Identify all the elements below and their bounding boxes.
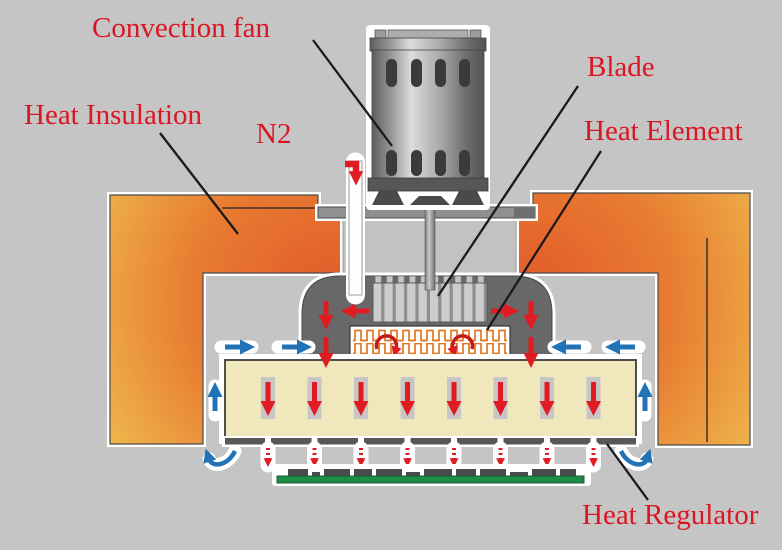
- coil-rotation-arrow: [447, 334, 475, 357]
- diffuser-box: [219, 354, 642, 444]
- leader-heat-insulation: [159, 132, 239, 235]
- pcb-board: [272, 464, 591, 486]
- leader-convection-fan: [312, 39, 393, 147]
- leader-heat-element: [486, 150, 602, 331]
- n2-flow-arrow: [345, 160, 364, 186]
- convection-fan-motor: [366, 25, 490, 210]
- cool-gas-turn-arrow: [618, 448, 653, 467]
- heat-element: [349, 325, 511, 360]
- label-blade: Blade: [587, 51, 655, 83]
- fan-blade: [372, 276, 488, 323]
- heat-regulator-louvers: [222, 436, 639, 447]
- pcb-components: [288, 469, 576, 476]
- label-heat-insulation: Heat Insulation: [24, 99, 202, 131]
- motor-feet: [372, 191, 484, 205]
- coil-rotation-arrow: [374, 334, 402, 357]
- motor-cap: [369, 37, 487, 52]
- cool-gas-turn-arrow: [203, 448, 238, 467]
- n2-inlet-tube: [345, 152, 365, 305]
- motor-vents: [386, 59, 470, 176]
- louver-exit-arrows: [268, 441, 594, 473]
- label-heat-element: Heat Element: [584, 115, 743, 147]
- label-n2: N2: [256, 118, 292, 150]
- leader-heat-regulator: [606, 443, 649, 501]
- louver-strip-row: [225, 438, 636, 445]
- leader-blade: [437, 85, 579, 297]
- leader-lines: [159, 39, 649, 501]
- hot-gas-arrows: [318, 301, 539, 368]
- label-heat-regulator: Heat Regulator: [582, 499, 759, 531]
- motor-bottom-rim: [367, 177, 489, 192]
- cool-gas-arrows: [202, 339, 654, 471]
- label-convection-fan: Convection fan: [92, 12, 270, 44]
- diffuser-arrows: [260, 382, 601, 416]
- mounting-plate-step: [514, 207, 535, 218]
